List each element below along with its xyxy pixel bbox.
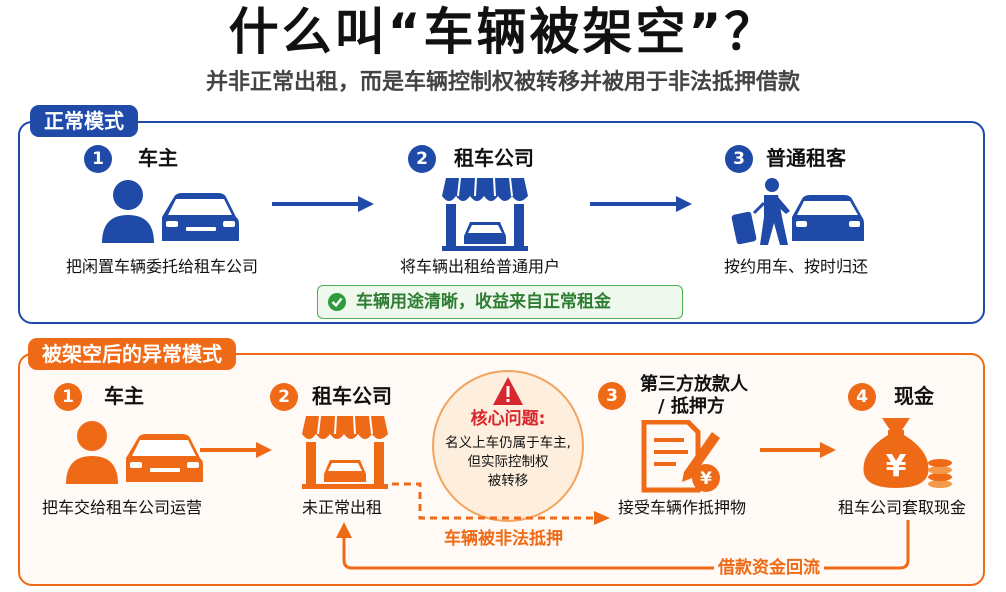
step-rental-caption: 未正常出租: [302, 498, 383, 517]
step-number-1: 1: [54, 383, 82, 411]
step-number-2: 2: [270, 383, 298, 411]
step-number-1: 1: [84, 145, 112, 173]
rental-shop-icon: [442, 177, 528, 251]
step-rental-label: 租车公司: [312, 384, 392, 408]
svg-text:¥: ¥: [886, 449, 907, 484]
illegal-pledge-arrow: [392, 482, 610, 525]
step-lender-caption: 接受车辆作抵押物: [618, 498, 747, 517]
step-renter-label: 普通租客: [766, 146, 846, 170]
step-number-2: 2: [408, 145, 436, 173]
arrow-right-icon: [590, 196, 692, 212]
arrow-right-icon: [760, 442, 836, 458]
core-problem-title: 核心问题:: [470, 409, 546, 429]
arrow-right-icon: [272, 196, 374, 212]
normal-mode-panel: [18, 121, 985, 324]
cash-return-arrow: [336, 520, 910, 570]
step-lender-label: / 抵押方: [658, 396, 725, 417]
step-number-3: 3: [598, 382, 626, 410]
svg-text:¥: ¥: [700, 469, 712, 489]
step-cash-label: 现金: [894, 384, 934, 408]
step-owner-caption: 把闲置车辆委托给租车公司: [66, 257, 259, 276]
rental-shop-icon: [302, 415, 388, 489]
normal-mode-tab: 正常模式: [30, 105, 138, 137]
step-lender-label: 第三方放款人: [640, 374, 748, 395]
owner-car-icon: [102, 180, 239, 243]
core-problem-line: 被转移: [487, 473, 529, 489]
normal-note-text: 车辆用途清晰，收益来自正常租金: [356, 292, 611, 312]
step-renter-caption: 按约用车、按时归还: [724, 257, 869, 276]
warning-icon: [493, 377, 523, 405]
core-problem-circle: 核心问题: 名义上车仍属于车主, 但实际控制权 被转移: [432, 370, 584, 522]
check-circle-icon: [328, 293, 346, 311]
step-number-3: 3: [725, 145, 753, 173]
step-owner-label: 车主: [138, 146, 178, 170]
core-problem-line: 名义上车仍属于车主,: [445, 435, 571, 451]
step-cash-caption: 租车公司套取现金: [838, 498, 967, 517]
illegal-pledge-label: 车辆被非法抵押: [444, 529, 563, 549]
core-problem-line: 但实际控制权: [467, 454, 549, 470]
contract-pen-icon: ¥: [641, 420, 720, 493]
core-problem-body: 名义上车仍属于车主, 但实际控制权 被转移: [434, 434, 582, 491]
abnormal-mode-tab: 被架空后的异常模式: [28, 338, 236, 370]
step-owner-caption: 把车交给租车公司运营: [42, 498, 203, 517]
step-number-4: 4: [848, 383, 876, 411]
step-rental-caption: 将车辆出租给普通用户: [400, 257, 561, 276]
arrow-right-icon: [200, 442, 272, 458]
step-rental-label: 租车公司: [454, 146, 534, 170]
normal-note-box: 车辆用途清晰，收益来自正常租金: [317, 285, 683, 319]
page-title: 什么叫“车辆被架空”？: [228, 3, 778, 61]
cash-return-label: 借款资金回流: [714, 556, 824, 580]
page-subtitle: 并非正常出租，而是车辆控制权被转移并被用于非法抵押借款: [205, 70, 800, 95]
money-bag-icon: ¥: [863, 418, 952, 488]
owner-car-icon: [66, 421, 203, 484]
traveler-car-icon: [731, 178, 864, 245]
step-owner-label: 车主: [104, 384, 144, 408]
